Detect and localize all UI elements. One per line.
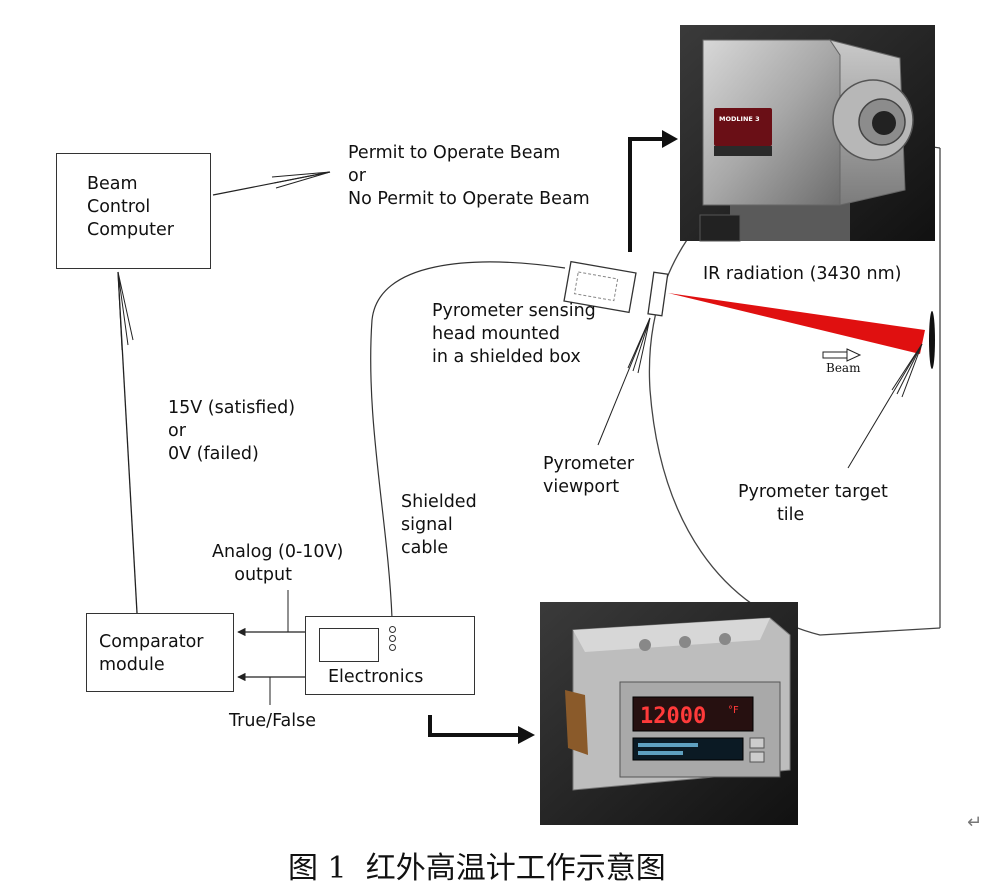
ir-radiation-label: IR radiation (3430 nm) <box>703 264 902 284</box>
true-false-label: True/False <box>229 711 316 731</box>
beam-arrow <box>822 348 862 362</box>
ir-beam <box>668 293 925 354</box>
permit-label: Permit to Operate Beam or No Permit to O… <box>348 143 590 209</box>
comparator-module-label: Comparator module <box>99 632 204 675</box>
beam-control-computer-label: Beam Control Computer <box>87 174 174 240</box>
figure-caption: 图 1 红外高温计工作示意图 <box>288 851 666 886</box>
electronics-knob-3 <box>389 644 396 651</box>
viewport-window <box>647 271 669 317</box>
analog-arrow <box>237 590 305 637</box>
pyrometer-head-box <box>563 260 637 314</box>
target-tile-label: Pyrometer target tile <box>738 482 888 525</box>
electronics-screen <box>319 628 379 662</box>
head-to-photo-arrow <box>628 130 678 252</box>
pyrometer-head-label: Pyrometer sensing head mounted in a shie… <box>432 301 596 367</box>
analog-output-label: Analog (0-10V) output <box>212 542 344 585</box>
signal-levels-label: 15V (satisfied) or 0V (failed) <box>168 398 296 464</box>
beam-control-computer-box: Beam Control Computer <box>56 153 211 269</box>
viewport-pointer <box>597 317 651 446</box>
shielded-cable-label: Shielded signal cable <box>401 492 477 558</box>
comparator-module-box: Comparator module <box>86 613 234 692</box>
display-unit-photo: 12000 °F <box>540 602 798 825</box>
display-unit: °F <box>728 705 739 716</box>
electronics-label: Electronics <box>328 667 424 687</box>
truefalse-arrow <box>237 672 305 705</box>
head-brand-label: MODLINE 3 <box>719 115 760 123</box>
electronics-to-photo-arrow <box>428 715 535 744</box>
signal-arrow <box>117 271 138 614</box>
permit-arrow <box>212 171 331 196</box>
return-mark: ↵ <box>967 812 983 833</box>
pyrometer-head-photo: MODLINE 3 <box>680 25 935 242</box>
viewport-label: Pyrometer viewport <box>543 454 635 497</box>
target-pointer <box>847 343 923 469</box>
electronics-knob-1 <box>389 626 396 633</box>
beam-label: Beam <box>826 361 861 375</box>
electronics-box: Electronics <box>305 616 475 695</box>
shielded-cable <box>370 261 566 619</box>
display-reading: 12000 <box>640 704 706 729</box>
target-tile <box>929 311 935 369</box>
electronics-knob-2 <box>389 635 396 642</box>
